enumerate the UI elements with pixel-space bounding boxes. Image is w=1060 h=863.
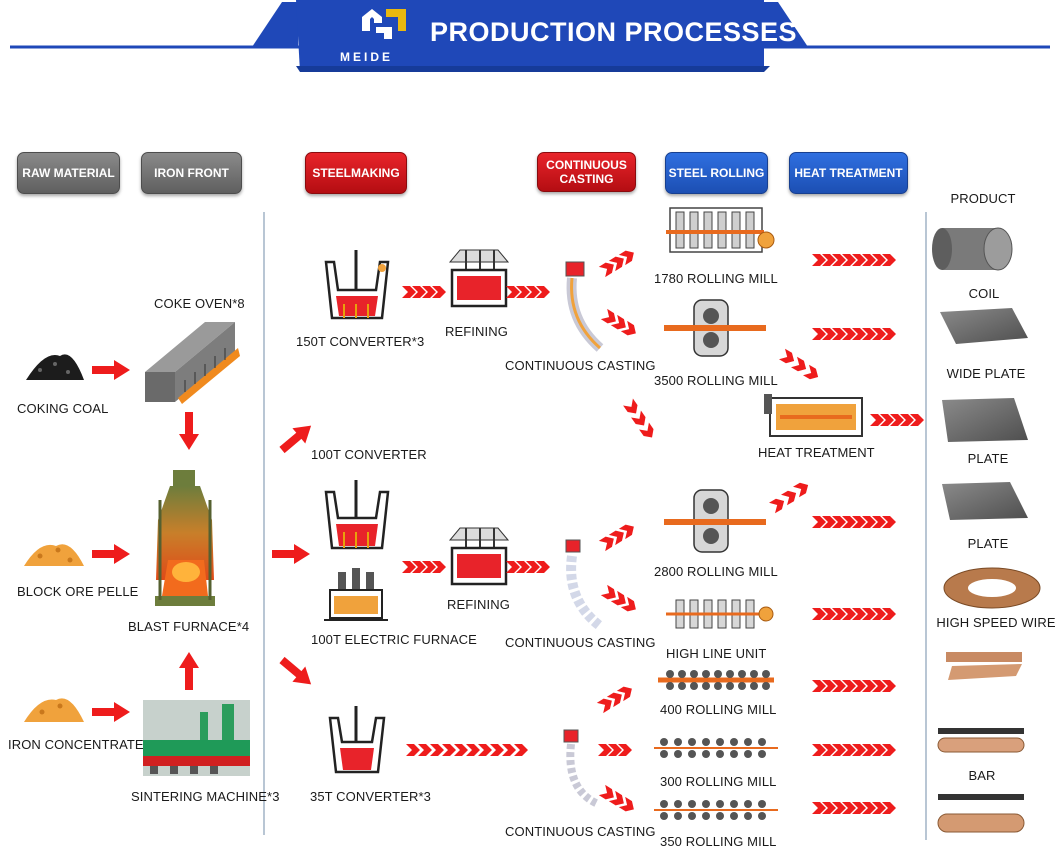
rolling-mill-300 — [654, 738, 778, 758]
high-line-unit — [666, 599, 774, 629]
refining-unit-1 — [448, 249, 510, 308]
stage-continuous-casting: CONTINUOUS CASTING — [537, 152, 636, 192]
label-plate-2: PLATE — [967, 536, 1009, 551]
label-coke-oven: COKE OVEN*8 — [154, 296, 245, 311]
coil-product — [932, 227, 1013, 271]
label-rolling-mill-2800: 2800 ROLLING MILL — [654, 564, 778, 579]
stage-heat-treatment: HEAT TREATMENT — [789, 152, 908, 194]
heat-treatment-furnace — [764, 394, 863, 437]
continuous-casting-2 — [565, 539, 604, 630]
electric-furnace-100t — [324, 568, 388, 621]
label-sintering-machine: SINTERING MACHINE*3 — [131, 789, 280, 804]
rolling-mill-350 — [654, 800, 778, 820]
coking-coal-pile — [26, 354, 84, 380]
label-converter-35t: 35T CONVERTER*3 — [310, 789, 431, 804]
stage-raw-material: RAW MATERIAL — [17, 152, 120, 194]
rolling-mill-400 — [658, 670, 774, 690]
rolling-mill-1780 — [666, 207, 775, 253]
stage-steel-rolling: STEEL ROLLING — [665, 152, 768, 194]
page-title: PRODUCTION PROCESSES — [430, 17, 798, 47]
sintering-machine — [143, 700, 250, 776]
blast-furnace-machine — [155, 470, 215, 606]
plate-product-2 — [942, 482, 1028, 520]
stage-iron-front: IRON FRONT — [141, 152, 242, 194]
coke-oven-machine — [145, 322, 240, 404]
iron-concentrate-pile — [24, 698, 84, 722]
label-rolling-mill-300: 300 ROLLING MILL — [660, 774, 777, 789]
converter-35t — [328, 706, 386, 774]
label-continuous-casting-1: CONTINUOUS CASTING — [505, 358, 656, 373]
label-high-line-unit: HIGH LINE UNIT — [666, 646, 767, 661]
label-coil: COIL — [968, 286, 1000, 301]
label-refining-1: REFINING — [445, 324, 508, 339]
bar-product — [937, 652, 1025, 833]
brand-name: MEIDE — [340, 50, 394, 64]
label-rolling-mill-400: 400 ROLLING MILL — [660, 702, 777, 717]
continuous-casting-1 — [565, 261, 604, 352]
label-rolling-mill-3500: 3500 ROLLING MILL — [654, 373, 778, 388]
label-block-ore: BLOCK ORE PELLE — [17, 584, 139, 599]
stage-steelmaking: STEELMAKING — [305, 152, 407, 194]
product-arrows — [812, 254, 924, 814]
block-ore-pile — [24, 544, 84, 566]
label-product-heading: PRODUCT — [950, 191, 1016, 206]
high-speed-wire-product — [943, 567, 1041, 609]
header-bar — [296, 0, 764, 72]
meide-logo-icon — [362, 9, 406, 39]
label-rolling-mill-1780: 1780 ROLLING MILL — [654, 271, 778, 286]
label-converter-100t: 100T CONVERTER — [311, 447, 427, 462]
label-bar: BAR — [968, 768, 996, 783]
label-blast-furnace: BLAST FURNACE*4 — [128, 619, 250, 634]
label-continuous-casting-3: CONTINUOUS CASTING — [505, 824, 656, 839]
label-wide-plate: WIDE PLATE — [946, 366, 1026, 381]
rolling-mill-3500 — [664, 299, 766, 357]
label-refining-2: REFINING — [447, 597, 510, 612]
label-iron-concentrate: IRON CONCENTRATE — [8, 737, 144, 752]
wide-plate-product — [940, 308, 1028, 344]
label-continuous-casting-2: CONTINUOUS CASTING — [505, 635, 656, 650]
rolling-mill-2800 — [664, 489, 766, 553]
refining-unit-2 — [448, 527, 510, 586]
label-converter-150t: 150T CONVERTER*3 — [296, 334, 425, 349]
continuous-casting-3 — [563, 729, 600, 808]
label-high-speed-wire: HIGH SPEED WIRE — [936, 615, 1056, 630]
label-plate-1: PLATE — [967, 451, 1009, 466]
label-coking-coal: COKING COAL — [17, 401, 109, 416]
label-heat-treatment: HEAT TREATMENT — [758, 445, 875, 460]
converter-150t — [324, 250, 390, 320]
converter-100t — [324, 480, 390, 550]
label-electric-furnace: 100T ELECTRIC FURNACE — [311, 632, 477, 647]
label-rolling-mill-350: 350 ROLLING MILL — [660, 834, 777, 849]
header-banner — [10, 0, 1050, 72]
plate-product-1 — [942, 398, 1028, 442]
